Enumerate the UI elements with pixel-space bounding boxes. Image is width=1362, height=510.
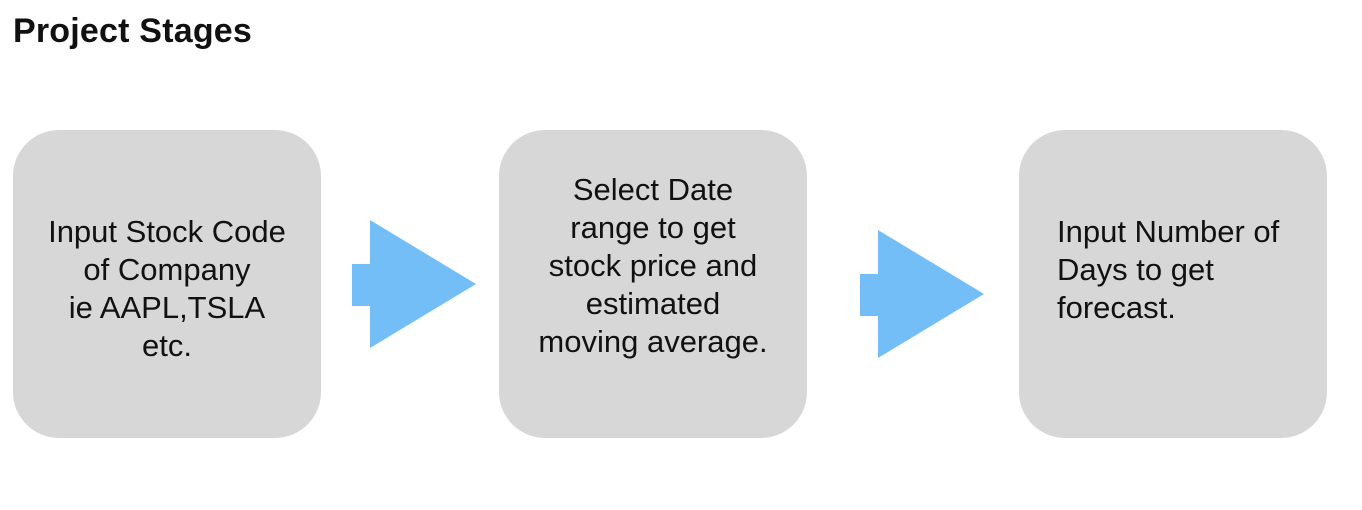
page-title: Project Stages [13,12,253,50]
stage-3-box: Input Number of Days to get forecast. [1019,130,1327,438]
arrow-right-icon [860,230,984,358]
arrow-right-icon [352,220,476,348]
stage-1-box: Input Stock Code of Company ie AAPL,TSLA… [13,130,321,438]
stage-2-text: Select Date range to get stock price and… [538,172,768,359]
stage-3-text: Input Number of Days to get forecast. [1057,214,1280,325]
stage-2-box: Select Date range to get stock price and… [499,130,807,438]
stage-1-text: Input Stock Code of Company ie AAPL,TSLA… [48,214,286,363]
